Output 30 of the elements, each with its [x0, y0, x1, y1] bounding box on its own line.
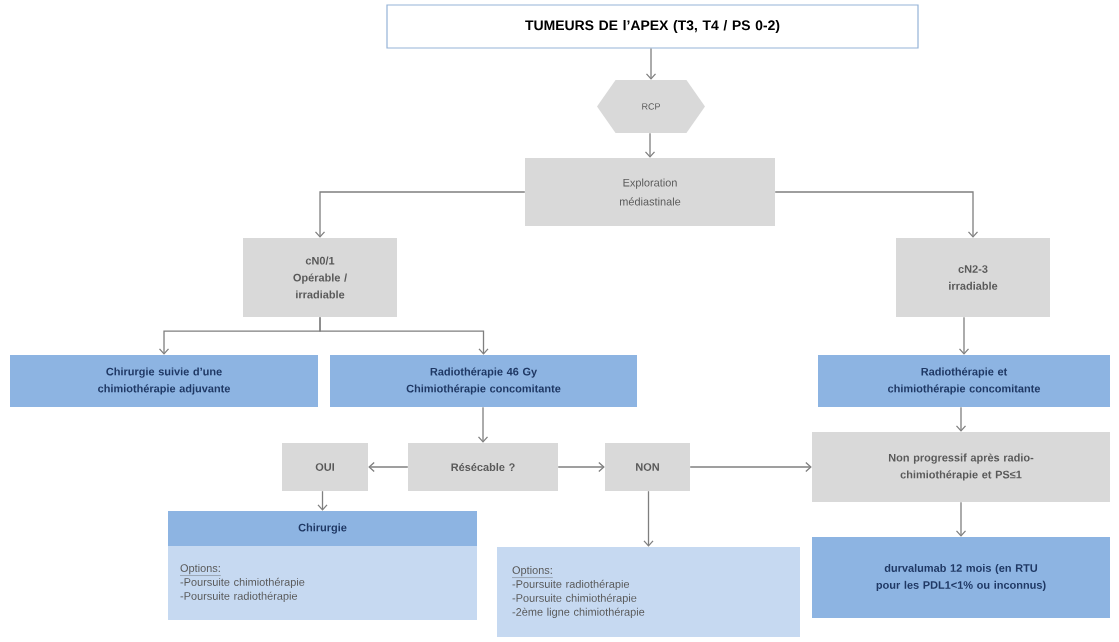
arrow: [955, 406, 967, 432]
arrow: [955, 501, 967, 537]
treatment-box: Chirurgie: [168, 511, 477, 546]
process-box: OUI: [282, 443, 368, 491]
process-box: Résécable ?: [408, 443, 558, 491]
title-box: TUMEURS DE l’APEX (T3, T4 / PS 0-2): [386, 4, 919, 49]
arrow: [958, 316, 970, 355]
options-box: Options: -Poursuite radiothérapie -Poursuite chimiothérapie -2ème ligne chimiothérapie: [497, 547, 800, 637]
arrow: [689, 461, 812, 473]
treatment-box: durvalumab 12 mois (en RTU pour les PDL1<1% ou inconnus): [812, 537, 1110, 618]
process-box: cN0/1 Opérable / irradiable: [243, 238, 397, 317]
arrow: [314, 191, 526, 238]
process-box: cN2-3 irradiable: [896, 238, 1050, 317]
arrow: [774, 191, 979, 238]
arrow: [317, 490, 328, 511]
options-box: Options: -Poursuite chimiothérapie -Poursuite radiothérapie: [168, 546, 477, 620]
arrow: [368, 461, 409, 473]
arrow: [477, 406, 489, 443]
arrow: [643, 490, 654, 547]
treatment-box: Radiothérapie 46 Gy Chimiothérapie concomitante: [330, 355, 637, 407]
process-box: NON: [605, 443, 690, 491]
arrow: [319, 316, 489, 355]
arrow: [644, 132, 656, 158]
treatment-box: Chirurgie suivie d’une chimiothérapie adjuvante: [10, 355, 318, 407]
hexagon-box: RCP: [597, 80, 705, 133]
arrow: [557, 461, 605, 473]
process-box: Non progressif après radio-chimiothérapie et PS≤1: [812, 432, 1110, 502]
treatment-box: Radiothérapie et chimiothérapie concomitante: [818, 355, 1110, 407]
arrow: [645, 47, 657, 80]
process-box: Exploration médiastinale: [525, 158, 775, 226]
